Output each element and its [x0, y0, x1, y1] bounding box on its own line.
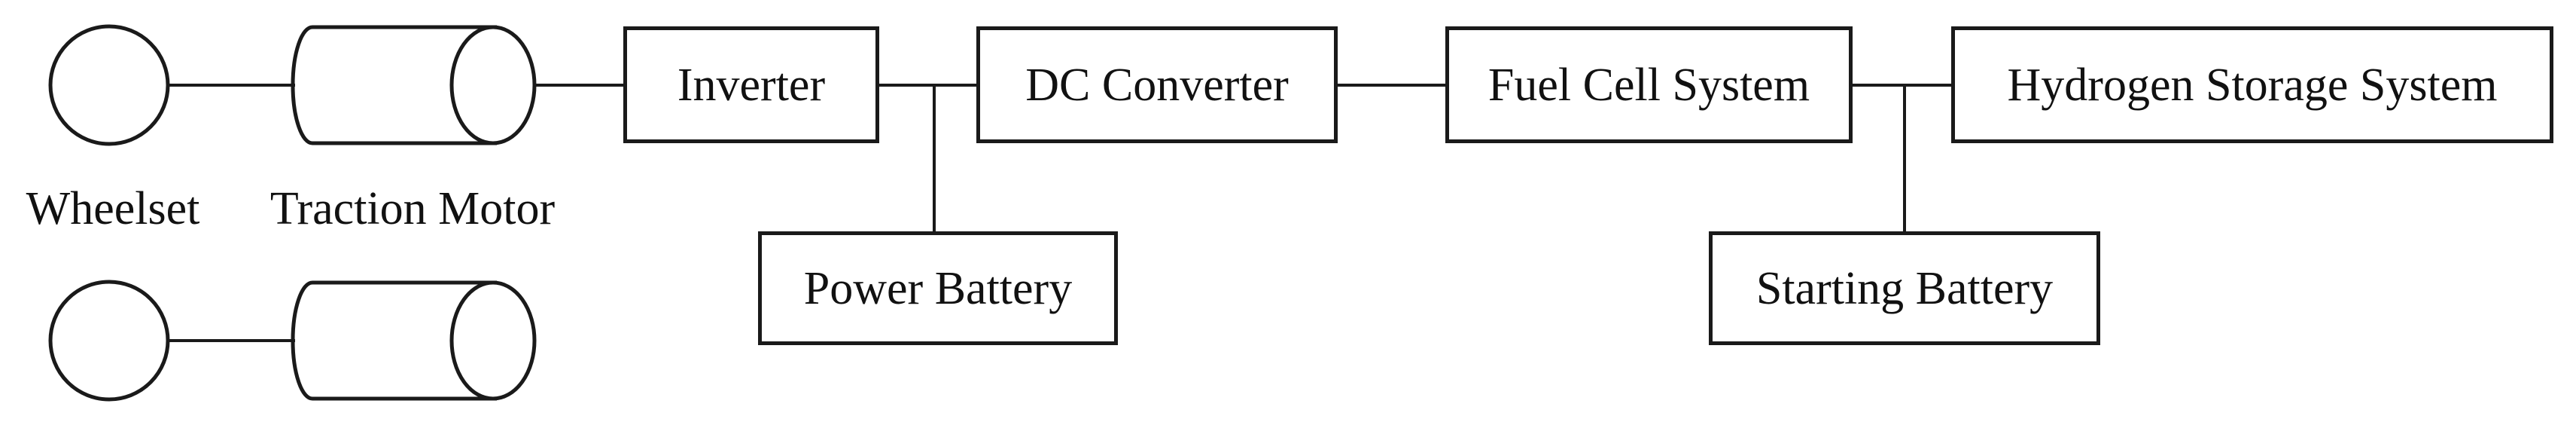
- node-power-battery-label: Power Battery: [803, 262, 1073, 314]
- node-inverter-label: Inverter: [677, 59, 826, 111]
- node-inverter: Inverter: [623, 26, 879, 143]
- traction-motor-cylinder-bottom-icon: [291, 280, 537, 401]
- node-starting-battery-label: Starting Battery: [1755, 262, 2054, 314]
- node-fuel-cell-system: Fuel Cell System: [1445, 26, 1853, 143]
- node-hydrogen-storage-system: Hydrogen Storage System: [1951, 26, 2553, 143]
- node-fuel-cell-system-label: Fuel Cell System: [1487, 59, 1810, 111]
- node-dc-converter-label: DC Converter: [1025, 59, 1289, 111]
- traction-motor-cylinder-top-icon: [291, 25, 537, 145]
- node-starting-battery: Starting Battery: [1709, 231, 2100, 345]
- traction-motor-label: Traction Motor: [269, 183, 556, 234]
- wheelset-circle-top-icon: [48, 24, 170, 146]
- node-power-battery: Power Battery: [758, 231, 1118, 345]
- node-dc-converter: DC Converter: [976, 26, 1338, 143]
- node-hydrogen-storage-system-label: Hydrogen Storage System: [2007, 59, 2498, 111]
- wheelset-label: Wheelset: [26, 183, 200, 234]
- wheelset-circle-bottom-icon: [48, 280, 170, 402]
